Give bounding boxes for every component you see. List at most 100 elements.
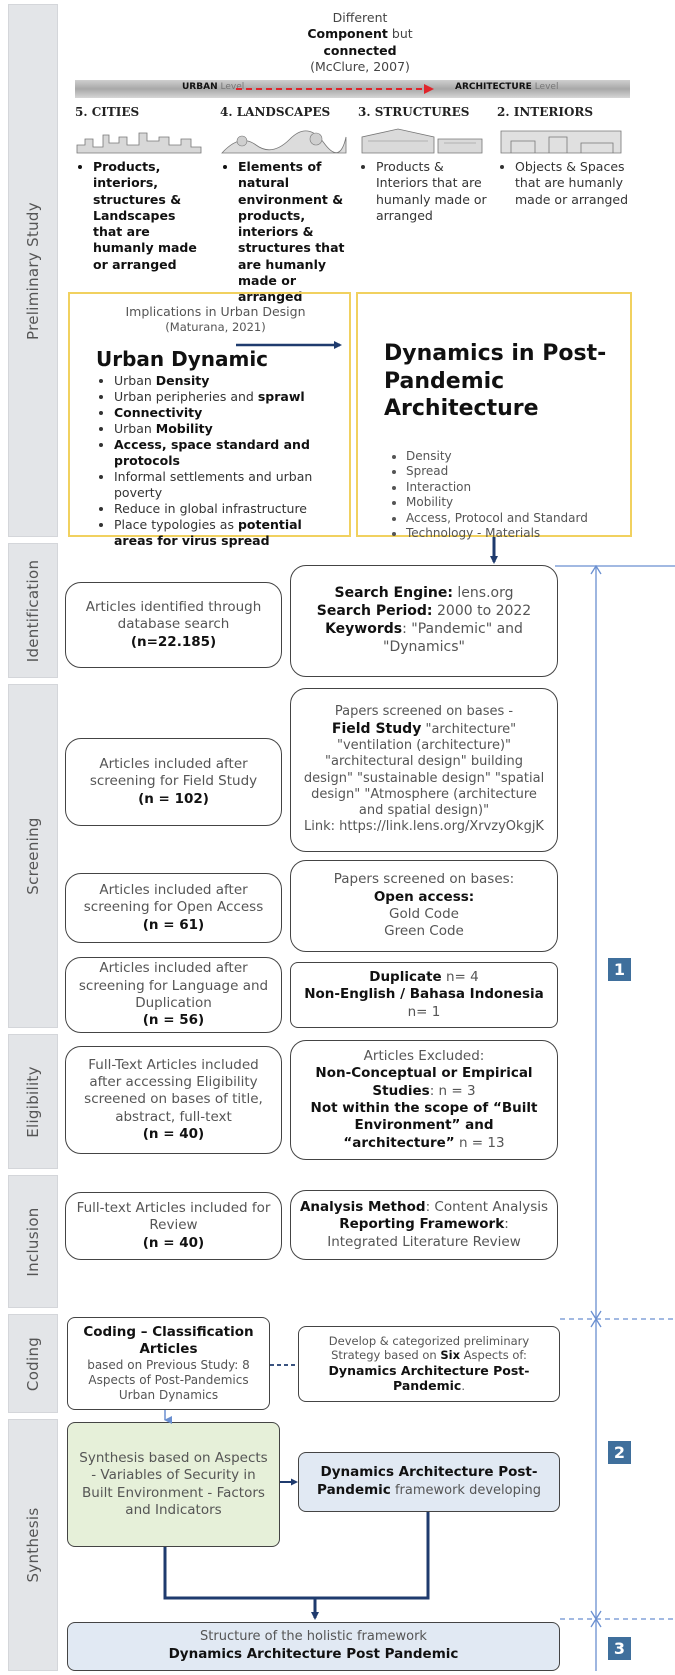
urban-dynamic-box: Implications in Urban Design (Maturana, … bbox=[68, 292, 351, 548]
criteria-link: Link: https://link.lens.org/XrvzyOkgjK bbox=[304, 819, 544, 835]
inclusion-left-box: Full-text Articles included for Review (… bbox=[65, 1192, 282, 1260]
box-text: Full-Text Articles included after access… bbox=[84, 1056, 263, 1125]
post-pandemic-item: Spread bbox=[406, 464, 620, 480]
criteria-value: n= 4 bbox=[446, 969, 479, 986]
post-pandemic-item: Technology - Materials bbox=[406, 526, 620, 542]
box-text: Articles identified through database sea… bbox=[85, 599, 262, 633]
component-text: Products & Interiors that are humanly ma… bbox=[376, 159, 488, 224]
scale-bar bbox=[75, 80, 630, 98]
criteria-label: Keywords bbox=[325, 621, 403, 637]
component-list: Products, interiors, structures & Landsc… bbox=[75, 159, 205, 273]
component-title: 4. LANDSCAPES bbox=[220, 105, 331, 119]
header-note: Different Component but connected (McClu… bbox=[250, 10, 470, 75]
criteria-label: Non-Conceptual or Empirical Studies bbox=[315, 1065, 533, 1099]
component-title: 3. STRUCTURES bbox=[358, 105, 470, 119]
open-access-criteria-box: Papers screened on bases: Open access: G… bbox=[290, 860, 558, 952]
box-text: Develop & categorized preliminary Strate… bbox=[328, 1334, 530, 1363]
box-title: Coding – Classification Articles bbox=[83, 1324, 254, 1357]
box-text: Aspects of: bbox=[463, 1348, 527, 1363]
criteria-intro: Articles Excluded: bbox=[363, 1048, 485, 1065]
urban-dynamic-item: Connectivity bbox=[114, 405, 335, 421]
criteria-value: Integrated Literature Review bbox=[327, 1233, 521, 1250]
box-text: Articles included after screening for Fi… bbox=[89, 756, 258, 790]
box-text: framework developing bbox=[394, 1483, 541, 1498]
box-count: (n = 102) bbox=[138, 790, 209, 807]
component-title: 2. INTERIORS bbox=[497, 105, 594, 119]
urban-dynamic-item: Reduce in global infrastructure bbox=[114, 501, 335, 517]
phase-band-preliminary: Preliminary Study bbox=[8, 4, 58, 537]
item-text: Informal settlements and urban poverty bbox=[114, 469, 313, 501]
stage-marker-3: 3 bbox=[608, 1637, 631, 1660]
item-text-bold: sprawl bbox=[257, 389, 305, 405]
analysis-method-box: Analysis Method: Content Analysis Report… bbox=[290, 1190, 558, 1260]
field-study-left-box: Articles included after screening for Fi… bbox=[65, 738, 282, 826]
phase-band-identification: Identification bbox=[8, 543, 58, 678]
item-text-bold: potential areas for virus spread bbox=[114, 517, 302, 549]
header-line-bold: connected bbox=[323, 42, 397, 58]
criteria-value: lens.org bbox=[457, 585, 514, 602]
criteria-value: : "Pandemic" and "Dynamics" bbox=[383, 621, 523, 655]
criteria-label: Search Period: bbox=[316, 603, 433, 620]
landscape-sketch-icon bbox=[221, 130, 347, 154]
item-text: Urban bbox=[114, 421, 156, 437]
search-criteria-box: Search Engine: lens.org Search Period: 2… bbox=[290, 565, 558, 677]
box-text: Full-text Articles included for Review bbox=[76, 1200, 271, 1234]
scale-label-text: ARCHITECTURE bbox=[455, 82, 532, 92]
criteria-intro: Papers screened on bases - bbox=[334, 704, 514, 720]
component-structures: 3. STRUCTURES Products & Interiors that … bbox=[358, 105, 488, 224]
criteria-value: n = 13 bbox=[458, 1134, 505, 1151]
phase-band-coding: Coding bbox=[8, 1314, 58, 1413]
urban-dynamic-list: Urban DensityUrban peripheries and spraw… bbox=[96, 373, 335, 549]
criteria-label: Not within the scope of “Built Environme… bbox=[310, 1100, 538, 1151]
interior-sketch-icon bbox=[500, 130, 622, 154]
criteria-terms: "architecture" "ventilation (architectur… bbox=[303, 721, 545, 819]
box-text: . bbox=[461, 1379, 465, 1394]
urban-dynamic-source: (Maturana, 2021) bbox=[165, 320, 266, 335]
box-text: Articles included after screening for La… bbox=[78, 960, 269, 1011]
phase-band-eligibility: Eligibility bbox=[8, 1034, 58, 1169]
field-study-criteria-box: Papers screened on bases - Field Study "… bbox=[290, 688, 558, 852]
box-text-bold: Six bbox=[440, 1348, 460, 1363]
structure-sketch-icon bbox=[361, 128, 483, 154]
articles-excluded-box: Articles Excluded: Non-Conceptual or Emp… bbox=[290, 1040, 558, 1160]
criteria-label: Field Study bbox=[331, 720, 422, 737]
box-count: (n = 40) bbox=[142, 1125, 205, 1142]
urban-dynamic-title: Urban Dynamic bbox=[96, 347, 269, 372]
box-count: (n = 61) bbox=[142, 916, 205, 933]
item-text-bold: Density bbox=[155, 373, 210, 389]
criteria-label: Reporting Framework bbox=[339, 1216, 505, 1233]
urban-dynamic-item: Access, space standard and protocols bbox=[114, 437, 335, 469]
scale-label-suffix: Level bbox=[220, 82, 245, 92]
urban-dynamic-header: Implications in Urban Design bbox=[125, 304, 306, 319]
header-line: but bbox=[391, 26, 413, 42]
item-text: Place typologies as bbox=[114, 517, 238, 533]
urban-dynamic-item: Urban Density bbox=[114, 373, 335, 389]
component-interiors: 2. INTERIORS Objects & Spaces that are h… bbox=[497, 105, 632, 208]
criteria-value: : n = 3 bbox=[429, 1082, 476, 1099]
component-list: Objects & Spaces that are humanly made o… bbox=[497, 159, 632, 208]
box-count: (n = 40) bbox=[142, 1234, 205, 1251]
criteria-value: : Content Analysis bbox=[425, 1199, 549, 1216]
urban-dynamic-item: Informal settlements and urban poverty bbox=[114, 469, 335, 501]
phase-band-inclusion: Inclusion bbox=[8, 1175, 58, 1308]
language-criteria-box: Duplicate n= 4 Non-English / Bahasa Indo… bbox=[290, 962, 558, 1028]
post-pandemic-title: Dynamics in Post-Pandemic Architecture bbox=[384, 341, 607, 421]
phase-band-screening: Screening bbox=[8, 684, 58, 1028]
item-text: Urban bbox=[114, 373, 156, 389]
urban-dynamic-item: Place typologies as potential areas for … bbox=[114, 517, 335, 549]
post-pandemic-item: Mobility bbox=[406, 495, 620, 511]
item-text: Urban peripheries and bbox=[114, 389, 258, 405]
post-pandemic-list: DensitySpreadInteractionMobilityAccess, … bbox=[384, 449, 620, 543]
box-text: Articles included after screening for Op… bbox=[83, 882, 264, 916]
identification-left-box: Articles identified through database sea… bbox=[65, 582, 282, 668]
criteria-intro: Papers screened on bases: bbox=[333, 871, 515, 888]
criteria-value: Gold Code bbox=[389, 906, 459, 922]
box-count: (n=22.185) bbox=[130, 633, 217, 650]
preliminary-strategy-box: Develop & categorized preliminary Strate… bbox=[298, 1326, 560, 1402]
stage-marker-1: 1 bbox=[608, 958, 631, 981]
criteria-label: Search Engine: bbox=[334, 585, 453, 602]
component-text: Objects & Spaces that are humanly made o… bbox=[515, 159, 632, 208]
item-text-bold: Access, space standard and protocols bbox=[114, 437, 310, 469]
synthesis-aspects-box: Synthesis based on Aspects - Variables o… bbox=[67, 1422, 280, 1547]
holistic-framework-box: Structure of the holistic framework Dyna… bbox=[67, 1622, 560, 1671]
